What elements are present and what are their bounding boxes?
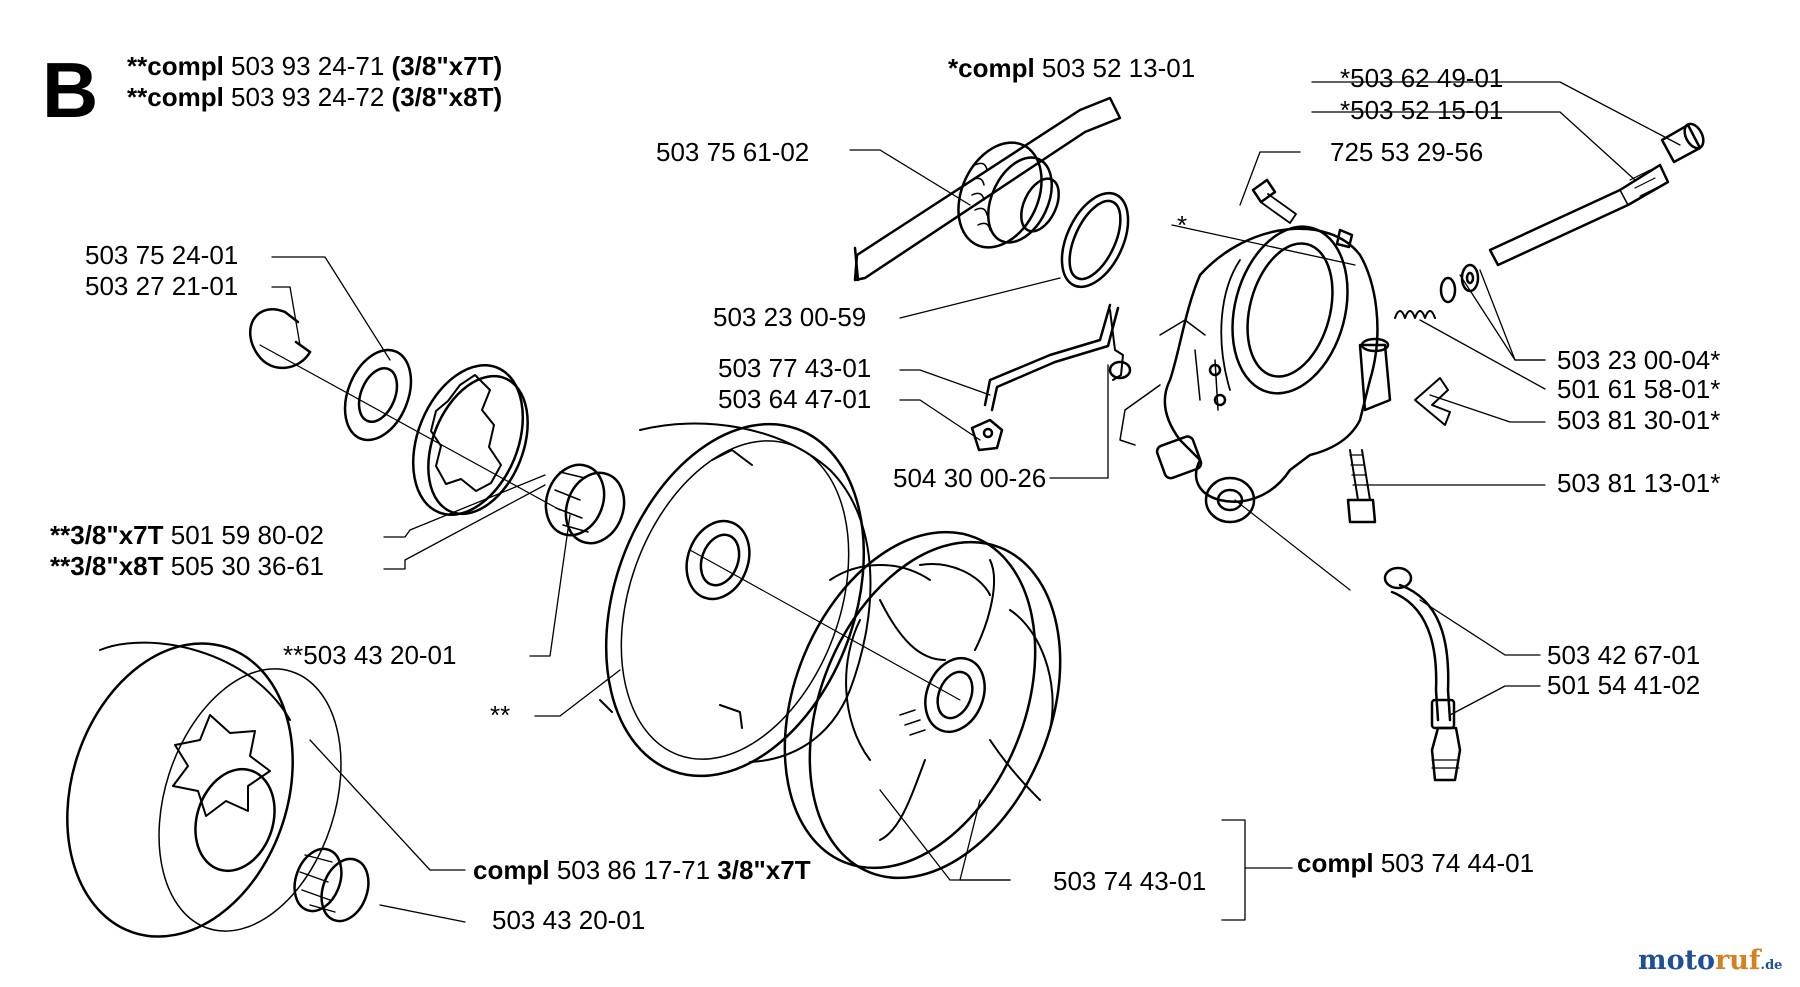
- label-sprocket-7t: **3/8"x7T 501 59 80-02: [50, 520, 324, 550]
- section-letter: B: [42, 46, 99, 134]
- oil-pump-housing: [1155, 225, 1392, 524]
- pump-spring-washers: [1394, 263, 1480, 319]
- label-503644701: 503 64 47-01: [718, 384, 872, 414]
- label-503744301: 503 74 43-01: [1053, 866, 1207, 896]
- label-cover-compl: *compl 503 52 13-01: [948, 53, 1196, 83]
- centrifugal-clutch: [783, 530, 1062, 880]
- label-503811301: 503 81 13-01*: [1557, 468, 1721, 498]
- label-503813001: 503 81 30-01*: [1557, 405, 1721, 435]
- label-503622901: *503 62 49-01: [1340, 63, 1504, 93]
- adjusting-screw: [1346, 449, 1377, 524]
- circlip: [248, 308, 312, 370]
- label-501544102: 501 54 41-02: [1547, 670, 1701, 700]
- label-503752401: 503 75 24-01: [85, 240, 239, 270]
- oil-pump-plate: [853, 96, 1122, 282]
- label-star: *: [1177, 210, 1188, 240]
- label-503230059: 503 23 00-59: [713, 302, 867, 332]
- label-503774301: 503 77 43-01: [718, 353, 872, 383]
- header-line-2: **compl 503 93 24-72 (3/8"x8T): [127, 82, 503, 112]
- clutch-drum: [599, 422, 872, 778]
- oil-pipe: [983, 303, 1132, 412]
- header-line-1: **compl 503 93 24-71 (3/8"x7T): [127, 51, 503, 81]
- label-503756102: 503 75 61-02: [656, 137, 810, 167]
- label-sprocket-8t: **3/8"x8T 505 30 36-61: [50, 551, 324, 581]
- label-503432001: 503 43 20-01: [492, 905, 646, 935]
- o-ring: [1060, 191, 1130, 289]
- spur-drum: [66, 641, 342, 938]
- bushing: [1660, 122, 1705, 164]
- label-dstar: **: [490, 700, 511, 730]
- screw: [1251, 178, 1297, 224]
- label-501615801: 501 61 58-01*: [1557, 374, 1721, 404]
- washer: [970, 418, 1004, 452]
- label-503521501: *503 52 15-01: [1340, 95, 1504, 125]
- label-clutch-compl: compl 503 74 44-01: [1297, 848, 1535, 878]
- label-725532956: 725 53 29-56: [1330, 137, 1484, 167]
- label-504300026: 504 30 00-26: [893, 463, 1047, 493]
- rim-sprocket: [411, 364, 529, 516]
- leader-lines: [271, 81, 1681, 923]
- seal-clip: [1414, 377, 1451, 426]
- watermark-logo: motoruf.de: [1638, 945, 1783, 976]
- washer-left: [343, 348, 413, 442]
- label-503272101: 503 27 21-01: [85, 271, 239, 301]
- needle-bearing-bottom: [293, 847, 370, 923]
- label-503426701: 503 42 67-01: [1547, 640, 1701, 670]
- label-503432001-star: **503 43 20-01: [283, 640, 457, 670]
- label-drum-compl: compl 503 86 17-71 3/8"x7T: [473, 855, 811, 885]
- oil-hose-filter: [1383, 566, 1462, 782]
- label-503230004: 503 23 00-04*: [1557, 345, 1721, 375]
- needle-bearing: [544, 463, 626, 545]
- pump-shaft: [1488, 163, 1670, 267]
